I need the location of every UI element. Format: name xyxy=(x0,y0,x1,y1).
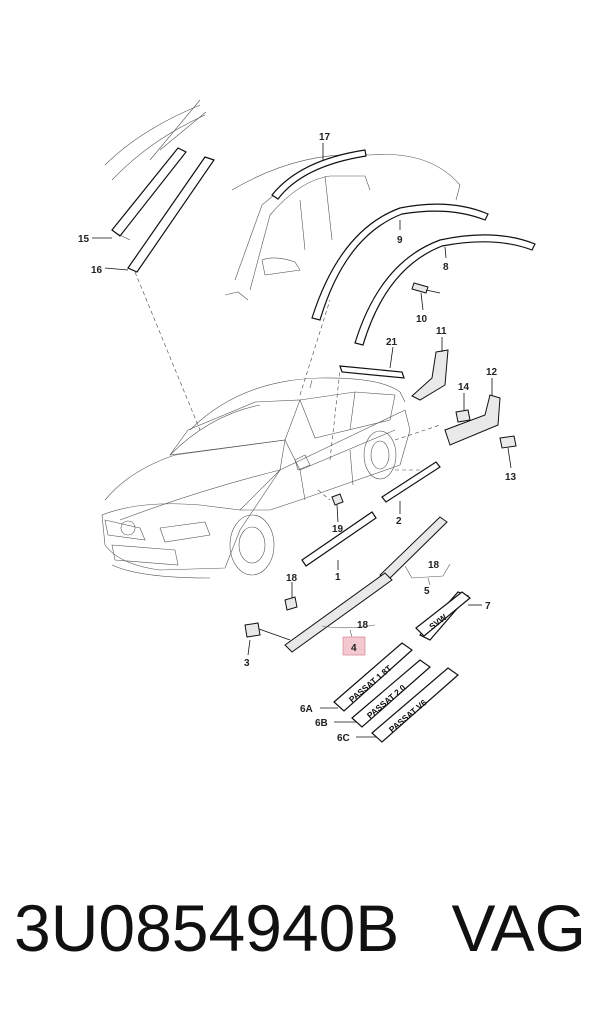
callout-21: 21 xyxy=(386,337,398,348)
plate-7-group: SVW xyxy=(415,591,482,641)
callout-6c: 6C xyxy=(337,733,350,744)
callout-10: 10 xyxy=(416,314,428,325)
callout-15: 15 xyxy=(78,234,90,245)
callout-labels: 17 15 16 9 8 10 11 21 14 12 13 19 2 18 5… xyxy=(78,132,517,744)
callout-18-lower: 18 xyxy=(357,620,369,631)
callout-13: 13 xyxy=(505,472,517,483)
callout-6b: 6B xyxy=(315,718,328,729)
windshield-detail-view xyxy=(104,99,215,273)
car-body-illustration xyxy=(101,377,411,579)
side-trim-parts xyxy=(244,349,517,653)
callout-5: 5 xyxy=(424,586,430,597)
callout-11: 11 xyxy=(436,326,447,337)
callout-12: 12 xyxy=(486,367,498,378)
highlight-box-4 xyxy=(342,636,366,656)
callout-7: 7 xyxy=(485,601,491,612)
brand-label: VAG xyxy=(451,891,586,965)
roof-frame-detail-view xyxy=(224,149,536,346)
callout-17: 17 xyxy=(319,132,331,143)
callout-4: 4 xyxy=(351,643,357,654)
callout-8: 8 xyxy=(443,262,449,273)
plate-6a-group: PASSAT 1.8T xyxy=(320,642,413,712)
callout-1: 1 xyxy=(335,572,341,583)
callout-2: 2 xyxy=(396,516,402,527)
callout-16: 16 xyxy=(91,265,103,276)
callout-3: 3 xyxy=(244,658,250,669)
callout-6a: 6A xyxy=(300,704,313,715)
callout-9: 9 xyxy=(397,235,403,246)
callout-leaders xyxy=(92,143,512,656)
parts-diagram: SVW PASSAT 1.8T PASSAT 2.0 PASSAT V6 xyxy=(78,99,536,744)
callout-18-right: 18 xyxy=(428,560,440,571)
part-number: 3U0854940B xyxy=(14,891,400,965)
callout-14: 14 xyxy=(458,382,470,393)
callout-18-left: 18 xyxy=(286,573,298,584)
callout-19: 19 xyxy=(332,524,344,535)
dashed-leaders xyxy=(134,271,441,501)
